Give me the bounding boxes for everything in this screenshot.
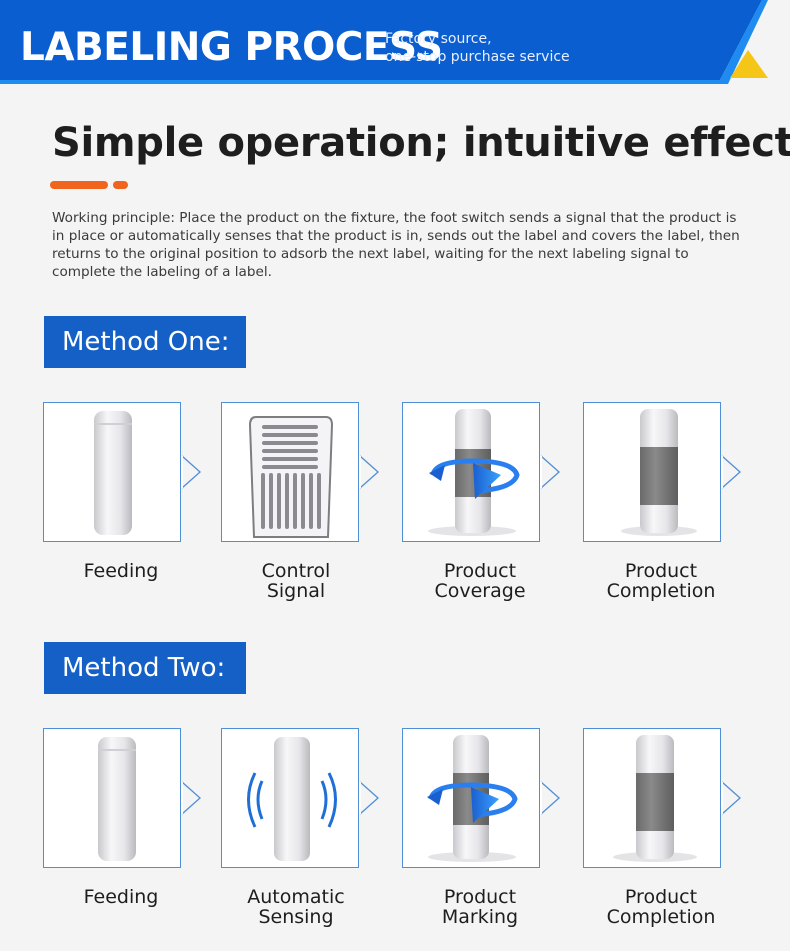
step-caption-line2: Coverage [434, 580, 526, 602]
step-caption-line1: Product [624, 560, 698, 582]
header-banner: LABELING PROCESS Factory source, one-sto… [0, 0, 790, 100]
step-caption-line1: Feeding [83, 886, 159, 908]
banner-subtitle-line2: one-stop purchase service [385, 49, 570, 65]
step-caption: Product Marking [405, 887, 555, 927]
chevron-right-icon [540, 781, 560, 815]
step-caption-line1: Automatic [247, 886, 345, 908]
step-card-automatic-sensing [221, 728, 359, 868]
step-card-product-marking [402, 728, 540, 868]
method-two-badge: Method Two: [44, 642, 246, 694]
chevron-right-icon [181, 781, 201, 815]
step-caption-line1: Control [261, 560, 331, 582]
chevron-right-icon [721, 781, 741, 815]
chevron-right-icon [721, 455, 741, 489]
method-one-badge: Method One: [44, 316, 246, 368]
chevron-right-icon [181, 455, 201, 489]
step-caption-line1: Product [443, 560, 517, 582]
triangle-icon [730, 50, 768, 78]
step-caption-line1: Product [624, 886, 698, 908]
labeled-bottle-icon [621, 409, 697, 536]
working-principle-text: Working principle: Place the product on … [52, 210, 740, 280]
banner-subtitle: Factory source, one-stop purchase servic… [385, 30, 570, 66]
banner-subtitle-line1: Factory source, [385, 31, 492, 47]
labeled-bottle-icon [613, 735, 697, 862]
step-caption-line2: Marking [441, 906, 519, 928]
banner-title: LABELING PROCESS [20, 25, 443, 70]
step-card-feeding [43, 728, 181, 868]
step-caption: Automatic Sensing [221, 887, 371, 927]
chevron-right-icon [359, 781, 379, 815]
step-card-product-completion [583, 402, 721, 542]
step-card-product-coverage [402, 402, 540, 542]
step-caption: Product Completion [586, 561, 736, 601]
step-caption: Feeding [46, 561, 196, 581]
bottle-wrap-icon [428, 409, 520, 536]
step-card-feeding [43, 402, 181, 542]
step-caption-line1: Feeding [83, 560, 159, 582]
chevron-right-icon [540, 455, 560, 489]
chevron-right-icon [359, 455, 379, 489]
bottle-icon [98, 737, 136, 861]
step-caption: Product Completion [586, 887, 736, 927]
accent-dot [113, 181, 128, 189]
step-caption-line2: Signal [266, 580, 326, 602]
step-card-product-completion [583, 728, 721, 868]
bottle-icon [94, 411, 132, 535]
step-caption: Feeding [46, 887, 196, 907]
foot-switch-icon [248, 416, 334, 538]
step-caption: Product Coverage [405, 561, 555, 601]
step-card-control-signal [221, 402, 359, 542]
page-title: Simple operation; intuitive effect [52, 120, 790, 166]
step-caption-line1: Product [443, 886, 517, 908]
banner-background [0, 0, 768, 84]
step-caption-line2: Completion [606, 906, 716, 928]
accent-bar [50, 181, 108, 189]
bottle-wrap-icon [427, 735, 518, 862]
step-caption: Control Signal [221, 561, 371, 601]
step-caption-line2: Completion [606, 580, 716, 602]
step-caption-line2: Sensing [258, 906, 334, 928]
sensing-bottle-icon [247, 737, 337, 861]
